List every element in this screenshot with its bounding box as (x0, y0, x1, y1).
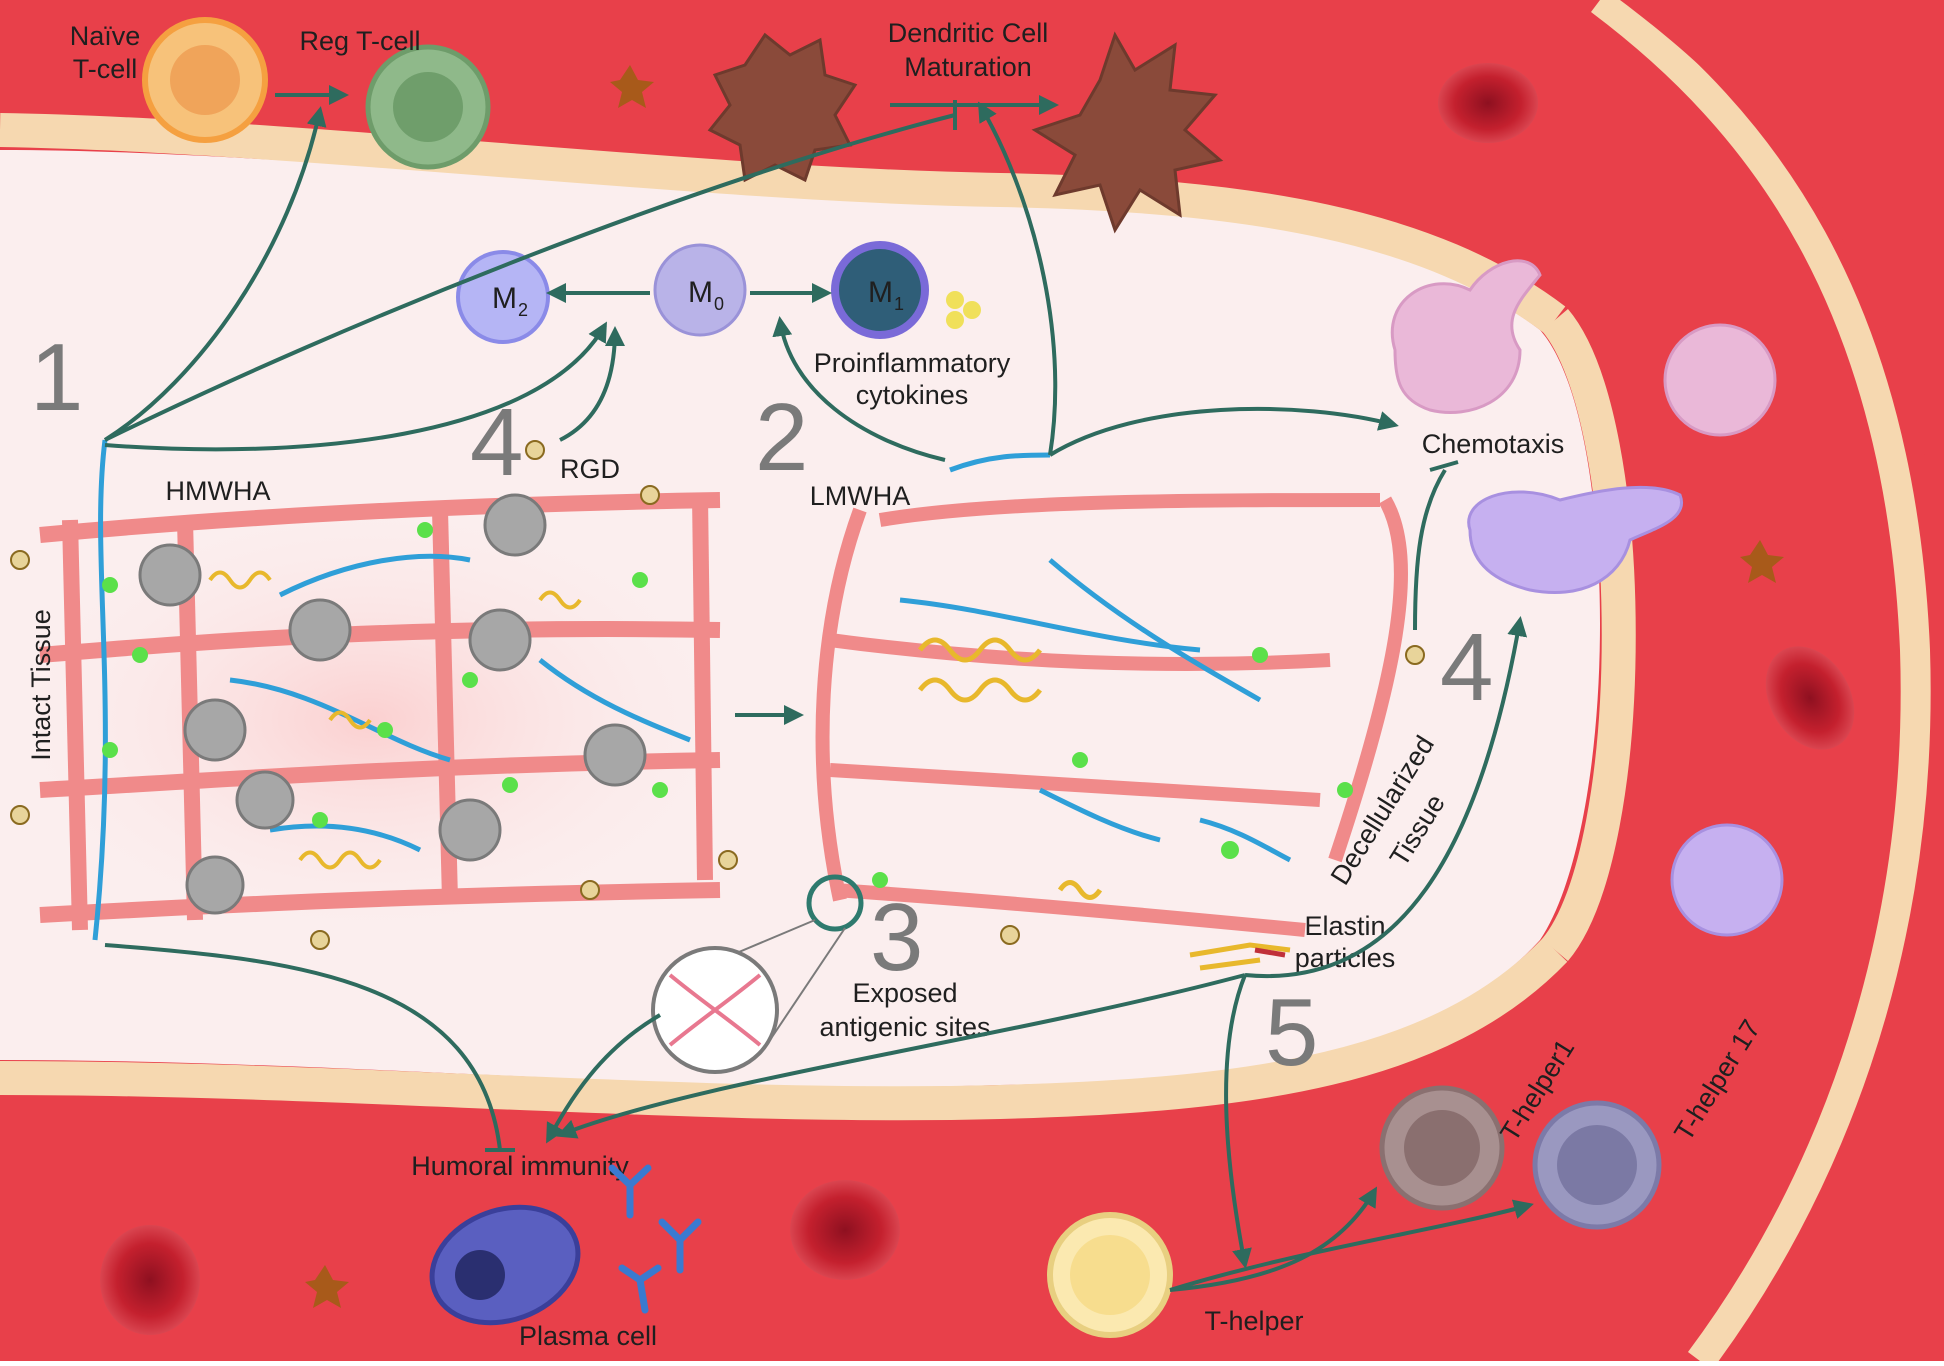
arrow-hmwha-inhibits-dc (104, 113, 956, 442)
step-number-1: 1 (30, 324, 83, 431)
naive-tcell-nucleus (170, 45, 240, 115)
green-particles-decell (872, 647, 1353, 888)
arrow-hmwha-to-regtcell (103, 106, 327, 442)
reg-tcell-label: Reg T-cell (299, 26, 420, 56)
step-number-2: 2 (755, 384, 808, 491)
arrow-inhibit-chemotaxis (1413, 468, 1447, 631)
elastin-clusters-intact (208, 570, 582, 870)
antibodies (608, 1164, 702, 1314)
intact-tissue-label: Intact Tissue (26, 609, 56, 761)
t-helper17-nucleus (1557, 1125, 1637, 1205)
naive-tcell-label-line2: T-cell (73, 54, 138, 84)
m2-subscript: 2 (518, 300, 528, 320)
t-helper1-nucleus (1404, 1110, 1480, 1186)
neutrophil-extravasating-top (1390, 259, 1542, 414)
hmwha-label: HMWHA (166, 476, 271, 506)
zoom-line (769, 927, 846, 1041)
proinflammatory-label-line1: Proinflammatory (814, 348, 1011, 378)
rgd-ligands (10, 440, 1425, 950)
dendritic-cell-mature (1031, 31, 1224, 234)
dendritic-cell-immature (707, 32, 858, 183)
lmwha-label: LMWHA (810, 481, 911, 511)
exposed-label-line1: Exposed (852, 978, 957, 1008)
antigenic-site-fibers (668, 973, 762, 1047)
m0-label: M (688, 276, 713, 309)
endothelium-top (0, 113, 1566, 334)
proinflammatory-label-line2: cytokines (856, 380, 969, 410)
naive-tcell-label-line1: Naïve (70, 21, 141, 51)
red-blood-cells (100, 63, 1855, 1335)
pathway-arrows (103, 100, 1534, 1292)
m0-subscript: 0 (714, 294, 724, 314)
monocyte-extravasating (1467, 485, 1684, 595)
m2-label: M (492, 282, 517, 315)
arrow-rgd-to-m0 (559, 326, 625, 442)
dc-maturation-label-line2: Maturation (904, 52, 1032, 82)
reg-tcell-nucleus (393, 72, 463, 142)
elastin-particles (1189, 942, 1291, 971)
cytokine-dots (946, 291, 981, 329)
endothelium-bottom (0, 938, 1568, 1121)
arrow-hmwha-to-m2 (104, 321, 607, 452)
platelet (610, 65, 654, 108)
arrow-antigenic-to-humoral (546, 1013, 662, 1144)
t-helper-nucleus (1070, 1235, 1150, 1315)
antigenic-site-marker (806, 874, 864, 932)
rgd-label: RGD (560, 454, 620, 484)
step-number-4-right: 4 (1440, 614, 1493, 721)
decellularized-tissue (815, 493, 1408, 937)
macrophage-m0 (653, 243, 747, 337)
arrow-lmwha-to-dc (977, 101, 1058, 456)
neutrophil-right (1663, 323, 1777, 437)
rbc (1438, 63, 1538, 143)
hyaluronic-acid-strands-decell (899, 452, 1292, 863)
arrow-elastin-to-thelper (1224, 974, 1252, 1269)
m1-subscript: 1 (894, 294, 904, 314)
arrow-elastin-to-monocyte (1244, 616, 1528, 979)
humoral-immunity-label: Humoral immunity (411, 1151, 629, 1181)
step-number-4-left: 4 (470, 389, 523, 496)
dc-maturation-label-line1: Dendritic Cell (888, 18, 1049, 48)
arrow-elastin-to-humoral (556, 973, 1246, 1139)
step-number-5: 5 (1265, 979, 1318, 1086)
m1-label: M (868, 276, 893, 309)
outer-vessel-wall (1590, 0, 1931, 1366)
arrow-thelper-to-th17 (1169, 1199, 1534, 1292)
cells-intact (138, 493, 647, 915)
arrow-thelper-to-th1 (1169, 1186, 1378, 1292)
platelet (1740, 540, 1784, 583)
step-number-3: 3 (870, 884, 923, 991)
arrow-hmwha-inhibits-humoral (104, 943, 502, 1151)
inhibit-bar-chemotaxis (1429, 460, 1459, 472)
plasma-cell-label: Plasma cell (519, 1321, 657, 1351)
macrophage-m1 (831, 241, 929, 339)
platelets (305, 65, 1784, 1308)
endothelium-right (1541, 309, 1636, 961)
t-helper-label: T-helper (1204, 1306, 1303, 1336)
elastin-clusters-decell (918, 637, 1103, 900)
rbc (790, 1180, 900, 1280)
arrow-lmwha-to-m1 (772, 316, 946, 462)
plasma-cell-nucleus (455, 1250, 505, 1300)
green-particles-intact (102, 522, 668, 828)
rbc (100, 1225, 200, 1335)
rbc (1765, 646, 1855, 750)
outer-wall-fill (1620, 0, 1944, 650)
chemotaxis-label: Chemotaxis (1422, 429, 1565, 459)
platelet (305, 1265, 349, 1308)
arrow-lmwha-to-chemotaxis (1048, 406, 1399, 457)
elastin-label-line1: Elastin (1304, 911, 1385, 941)
monocyte-right (1670, 823, 1784, 937)
